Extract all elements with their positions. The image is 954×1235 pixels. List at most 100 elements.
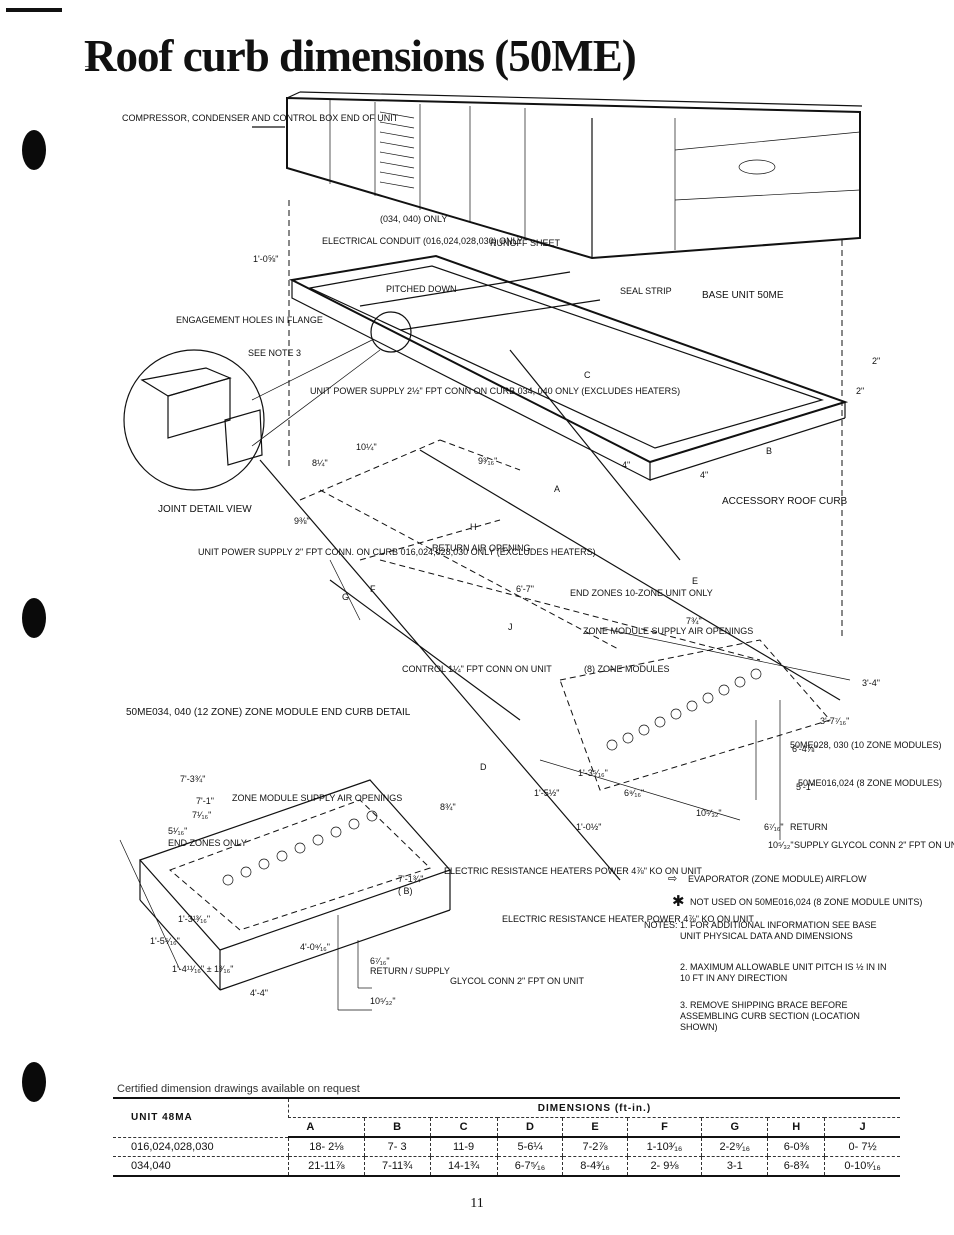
dimension-label: 1'-0½" — [576, 822, 601, 832]
note-item: 3. REMOVE SHIPPING BRACE BEFORE ASSEMBLI… — [680, 1000, 860, 1032]
asterisk-icon: ✱ — [672, 893, 685, 910]
dimension-label: 1'-4¹¹⁄₁₆" ± 1³⁄₁₆" — [172, 964, 233, 974]
dimension-label: 3'-4" — [862, 678, 880, 688]
label-seal-strip: SEAL STRIP — [620, 286, 672, 296]
roof-curb-drawing: ⇨ ✱ COMPRESSOR, CONDENSER AND CONTROL BO… — [119, 91, 954, 1011]
zone-modules-plan — [606, 668, 762, 751]
table-cell: 2- 9⅛ — [626, 1156, 702, 1177]
dimension-label: 4" — [700, 470, 708, 480]
dimension-letter: C — [584, 370, 591, 380]
label-see-note-3: SEE NOTE 3 — [248, 348, 301, 358]
table-cell: 7-11¾ — [363, 1156, 430, 1177]
label-base-unit: BASE UNIT 50ME — [702, 290, 784, 301]
dimension-label: 2" — [856, 386, 864, 396]
label-electric-heater-b: ELECTRIC RESISTANCE HEATERS POWER 4⅞" KO… — [444, 866, 702, 876]
table-cell: 8-4³⁄₁₆ — [562, 1156, 628, 1177]
dimension-letter: B — [766, 446, 772, 456]
table-cell: 6-8¾ — [767, 1156, 825, 1177]
label-model-016-024: 50ME016,024 (8 ZONE MODULES) — [798, 778, 942, 788]
table-cell: 0-10⁵⁄₁₆ — [824, 1156, 900, 1177]
label-zone-modules-8: (8) ZONE MODULES — [584, 664, 670, 674]
dimension-label: 5¹⁄₁₆" — [168, 826, 187, 836]
dimension-label: 1'-3⁵⁄₁₆" — [578, 768, 608, 778]
dimension-label: 10⁵⁄₃₂" — [768, 840, 794, 850]
registration-mark — [6, 8, 62, 12]
column-header: F — [626, 1117, 702, 1138]
column-header: E — [562, 1117, 628, 1138]
label-unit-end: COMPRESSOR, CONDENSER AND CONTROL BOX EN… — [122, 113, 399, 123]
table-row: 016,024,028,030 18- 2⅛ 7- 3 11-9 5-6¼ 7-… — [113, 1137, 900, 1157]
table-cell: 18- 2⅛ — [287, 1137, 365, 1157]
label-unit-power-supply-b: UNIT POWER SUPPLY 2" FPT CONN. ON CURB 0… — [198, 547, 596, 557]
table-cell: 7-2⅞ — [562, 1137, 628, 1157]
unit-cell: 016,024,028,030 — [113, 1137, 289, 1157]
column-header: D — [496, 1117, 563, 1138]
dimension-label: ( B) — [398, 886, 413, 896]
column-header: J — [824, 1117, 900, 1138]
label-end-zones: END ZONES 10-ZONE UNIT ONLY — [570, 588, 713, 598]
table-cell: 14-1¾ — [429, 1156, 498, 1177]
table-cell: 11-9 — [429, 1137, 498, 1157]
dimension-label: 10⁵⁄₃₂" — [370, 996, 396, 1006]
dimension-letter: A — [554, 484, 560, 494]
dimension-label: 10¼" — [356, 442, 377, 452]
base-unit-illustration — [252, 91, 863, 260]
label-unit-power-supply-a: UNIT POWER SUPPLY 2½" FPT CONN ON CURB 0… — [310, 386, 680, 396]
label-electric-heater-c: ELECTRIC RESISTANCE HEATER POWER 4⅞" KO … — [502, 914, 754, 924]
dimension-label: 4'-4" — [250, 988, 268, 998]
notes-heading: NOTES: — [644, 920, 678, 930]
dimension-letter: F — [370, 584, 376, 594]
label-pitched-down: PITCHED DOWN — [386, 284, 457, 294]
label-glycol-conn: GLYCOL CONN 2" FPT ON UNIT — [450, 976, 585, 986]
label-not-used: NOT USED ON 50ME016,024 (8 ZONE MODULE U… — [690, 897, 922, 907]
dimension-label: 8¼" — [312, 458, 328, 468]
table-cell: 21-11⅞ — [287, 1156, 365, 1177]
dimension-letter: D — [480, 762, 487, 772]
label-only-034-040: (034, 040) ONLY — [380, 214, 447, 224]
label-runoff-sheet: RUNOFF SHEET — [490, 238, 561, 248]
label-airflow-legend: EVAPORATOR (ZONE MODULE) AIRFLOW — [688, 874, 867, 884]
table-cell: 6-0⅜ — [767, 1137, 825, 1157]
roof-curb-illustration — [123, 200, 849, 640]
label-zone-module-supply: ZONE MODULE SUPPLY AIR OPENINGS — [583, 626, 753, 636]
table-cell: 3-1 — [701, 1156, 768, 1177]
dimensions-header: DIMENSIONS (ft-in.) — [287, 1097, 900, 1118]
unit-header: UNIT 48MA — [113, 1097, 289, 1138]
note-item: 1. FOR ADDITIONAL INFORMATION SEE BASE U… — [680, 920, 877, 941]
caption: Certified dimension drawings available o… — [117, 1083, 360, 1095]
label-electrical-conduit: ELECTRICAL CONDUIT (016,024,028,030) ONL… — [322, 236, 523, 246]
table-cell: 6-7⁵⁄₁₆ — [496, 1156, 563, 1177]
label-return-air-opening: RETURN AIR OPENING — [432, 543, 531, 553]
dimension-labels: 1'-0⅝" 2" 2" 4" 4" 8¼" 9³⁄₁₆" 10¼" 9⅜" 6… — [150, 254, 880, 1006]
label-return: RETURN — [790, 822, 828, 832]
dimension-label: 6'-4⅞" — [792, 744, 817, 754]
dimension-label: 6⁷⁄₁₆" — [764, 822, 784, 832]
dimension-letter: E — [692, 576, 698, 586]
dimension-label: 7'-3¾" — [180, 774, 205, 784]
dimension-label: 1'-0⅝" — [253, 254, 278, 264]
label-supply-glycol: SUPPLY GLYCOL CONN 2" FPT ON UNIT — [794, 840, 954, 850]
table-row: 034,040 21-11⅞ 7-11¾ 14-1¾ 6-7⁵⁄₁₆ 8-4³⁄… — [113, 1156, 900, 1177]
column-header: A — [288, 1117, 365, 1138]
dimension-label: 4'-0⁹⁄₁₆" — [300, 942, 330, 952]
zone-end-detail-illustration — [119, 779, 452, 1011]
label-model-028-030: 50ME028, 030 (10 ZONE MODULES) — [790, 740, 942, 750]
punch-hole-icon — [22, 130, 46, 170]
dimension-letters: C B A H F G E J D — [342, 370, 772, 772]
label-zone-module-supply-2: ZONE MODULE SUPPLY AIR OPENINGS — [232, 793, 402, 803]
airflow-arrow-icon: ⇨ — [668, 873, 677, 885]
dimension-letter: J — [508, 622, 513, 632]
dimension-label: 3'-7⁷⁄₁₆" — [820, 716, 849, 726]
punch-hole-icon — [22, 1062, 46, 1102]
label-engagement-holes: ENGAGEMENT HOLES IN FLANGE — [176, 315, 323, 325]
arrow-icon: → — [82, 56, 96, 72]
dimension-label: 9⅜" — [294, 516, 310, 526]
dimension-label: 7'-1¾" — [398, 874, 423, 884]
dimension-label: 2" — [872, 356, 880, 366]
dimension-label: 4" — [622, 460, 630, 470]
dimension-label: 10⁵⁄₃₂" — [696, 808, 722, 818]
label-accessory-roof-curb: ACCESSORY ROOF CURB — [722, 496, 848, 507]
dimension-letter: H — [470, 522, 477, 532]
table-cell: 0- 7½ — [824, 1137, 900, 1157]
dimension-label: 1'-5⁵⁄₁₆" — [150, 936, 180, 946]
